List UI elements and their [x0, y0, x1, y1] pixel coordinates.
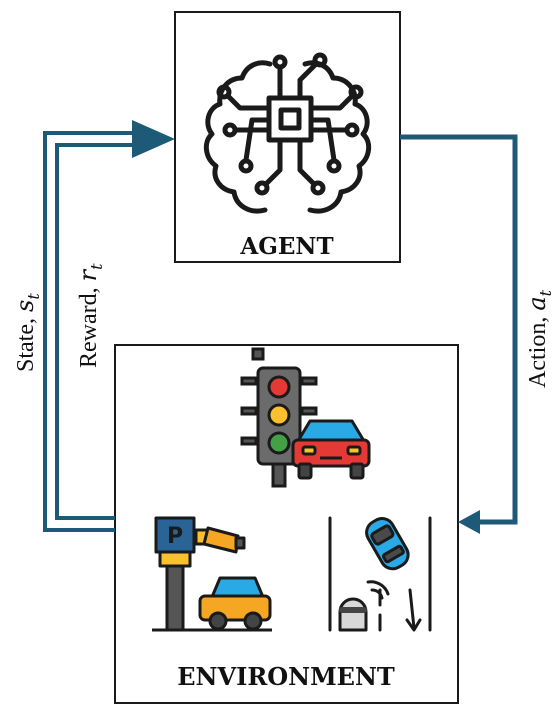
svg-text:P: P	[167, 524, 183, 549]
traffic-light-icon	[240, 347, 318, 488]
environment-box: P	[114, 344, 459, 704]
agent-label: AGENT	[239, 233, 333, 260]
car-icon	[291, 419, 371, 480]
state-reward-arrow	[43, 131, 140, 532]
state-label: State, st	[11, 293, 43, 372]
environment-label: ENVIRONMENT	[177, 662, 395, 691]
lane-change-car-icon	[328, 516, 432, 632]
parking-meter-camera-icon: P	[152, 516, 246, 632]
agent-box: AGENT	[174, 11, 401, 263]
state-reward-arrowhead	[132, 120, 175, 158]
action-arrowhead	[458, 510, 480, 534]
brain-chip-icon	[203, 52, 372, 214]
parked-car-icon	[197, 576, 272, 632]
action-arrow	[400, 134, 518, 525]
reward-label: Reward, rt	[74, 263, 106, 368]
action-label: Action, at	[523, 289, 555, 388]
